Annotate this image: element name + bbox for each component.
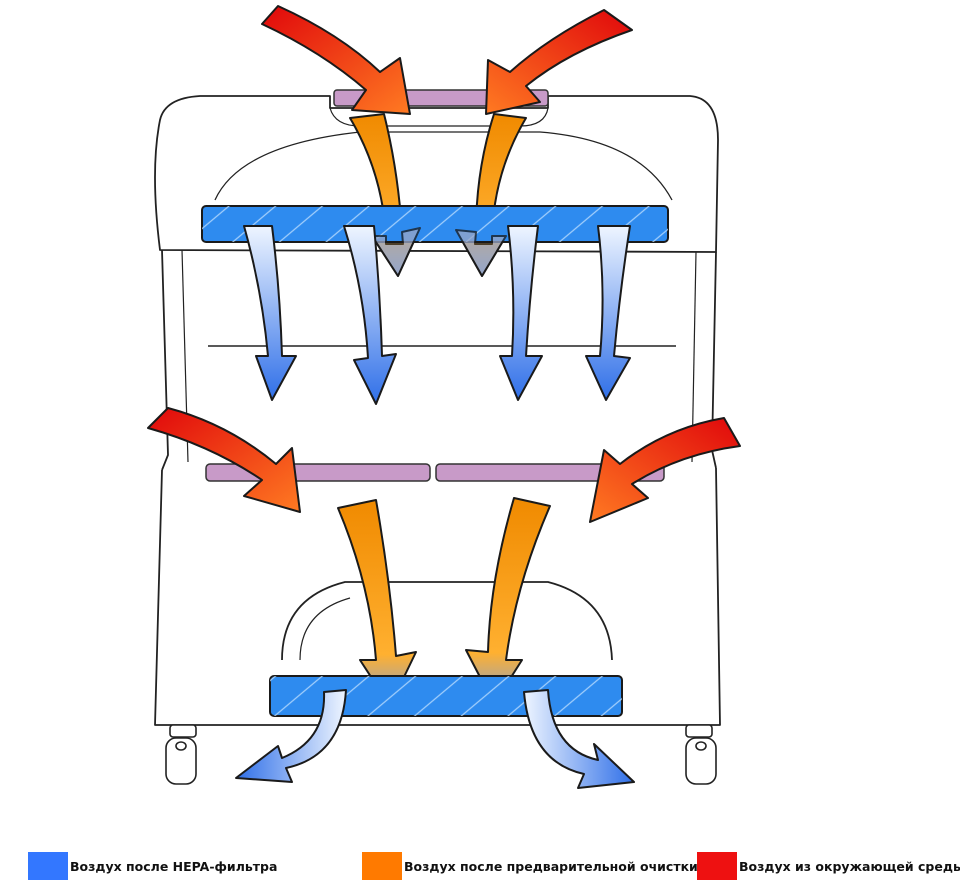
legend-label-ambient: Воздух из окружающей среды	[739, 858, 960, 874]
hepa-arrow-3	[499, 225, 543, 401]
ambient-arrow-mid-right	[589, 417, 741, 523]
caster-wheel-icon	[165, 724, 197, 785]
hepa-exhaust-right	[523, 689, 635, 789]
legend-swatch-ambient	[697, 852, 737, 880]
ambient-arrow-top-left	[261, 5, 411, 115]
legend-item-prefiltered: Воздух после предварительной очистки	[362, 851, 698, 881]
legend-swatch-hepa	[28, 852, 68, 880]
top-hepa-filter	[201, 205, 669, 243]
legend-item-ambient: Воздух из окружающей среды	[697, 851, 960, 881]
cabinet-hood	[154, 95, 719, 253]
ambient-arrows	[147, 5, 741, 523]
airflow-diagram	[147, 5, 741, 789]
hepa-exhaust-left	[235, 689, 347, 783]
prefiltered-arrows	[337, 113, 551, 707]
cabinet-lower-body	[154, 467, 721, 726]
cabinet-inner-dome	[214, 131, 673, 201]
legend-swatch-prefiltered	[362, 852, 402, 880]
cabinet-left-wall	[161, 249, 169, 471]
hepa-arrow-4	[585, 225, 631, 401]
hepa-arrow-1	[243, 225, 297, 401]
prefiltered-arrow-bottom-right	[465, 497, 551, 705]
legend-item-hepa: Воздух после HEPA-фильтра	[28, 851, 277, 881]
ambient-arrow-top-right	[485, 9, 633, 115]
hepa-exhaust-arrows	[235, 689, 635, 789]
legend-label-prefiltered: Воздух после предварительной очистки	[404, 858, 698, 874]
lower-dome	[281, 581, 613, 661]
ambient-arrow-mid-left	[147, 407, 301, 513]
hepa-arrows	[243, 225, 631, 405]
legend-label-hepa: Воздух после HEPA-фильтра	[70, 858, 278, 874]
caster-wheel-icon	[685, 724, 717, 785]
cabinet-outline	[154, 95, 721, 726]
hepa-arrow-2	[343, 225, 397, 405]
